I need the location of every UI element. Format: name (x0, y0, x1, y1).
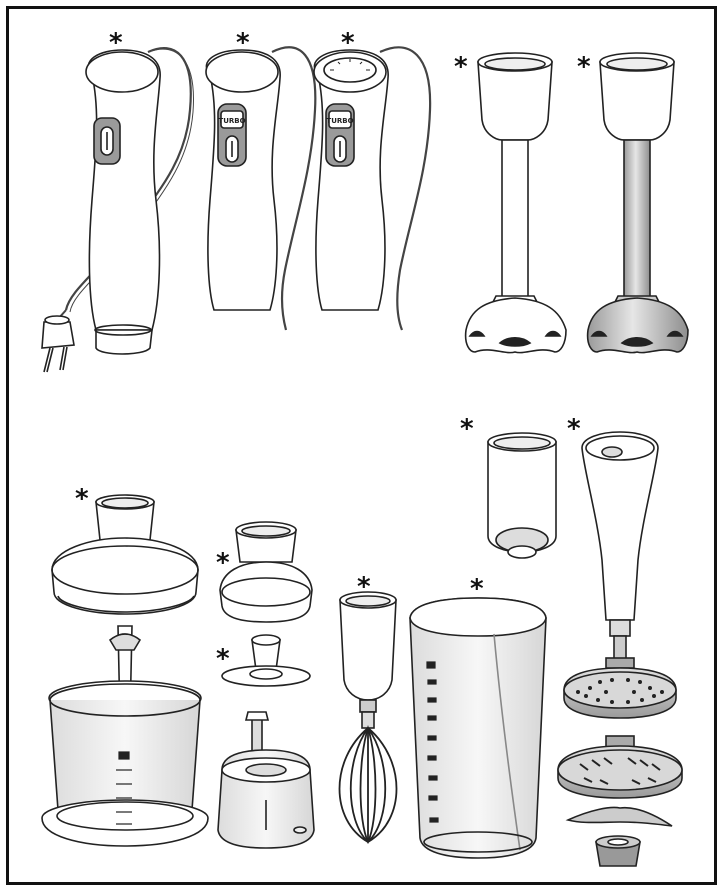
optional-mark: * (109, 28, 123, 58)
optional-mark: * (454, 52, 468, 82)
optional-mark: * (567, 414, 581, 444)
optional-mark: * (75, 484, 89, 514)
optional-mark: * (470, 574, 484, 604)
motor-unit-turbo: TURBO (205, 46, 317, 331)
coupling-mini (487, 432, 557, 559)
chopper-large (41, 494, 209, 847)
optional-mark: * (460, 414, 474, 444)
turbo-label: TURBO (326, 117, 353, 125)
blending-shaft-plastic (464, 52, 567, 354)
optional-mark: * (216, 548, 230, 578)
blending-shaft-stainless (586, 52, 689, 354)
optional-mark: * (577, 52, 591, 82)
turbo-label: TURBO (218, 117, 245, 125)
whisk (338, 591, 398, 845)
mashing-attachment (557, 431, 683, 867)
optional-mark: * (357, 572, 371, 602)
optional-mark: * (216, 644, 230, 674)
beaker (409, 597, 547, 859)
motor-unit-turbo-speed-control: TURBO (313, 46, 432, 331)
optional-mark: * (341, 28, 355, 58)
chopper-small (217, 521, 315, 849)
optional-mark: * (236, 28, 250, 58)
motor-unit-basic (41, 47, 194, 373)
